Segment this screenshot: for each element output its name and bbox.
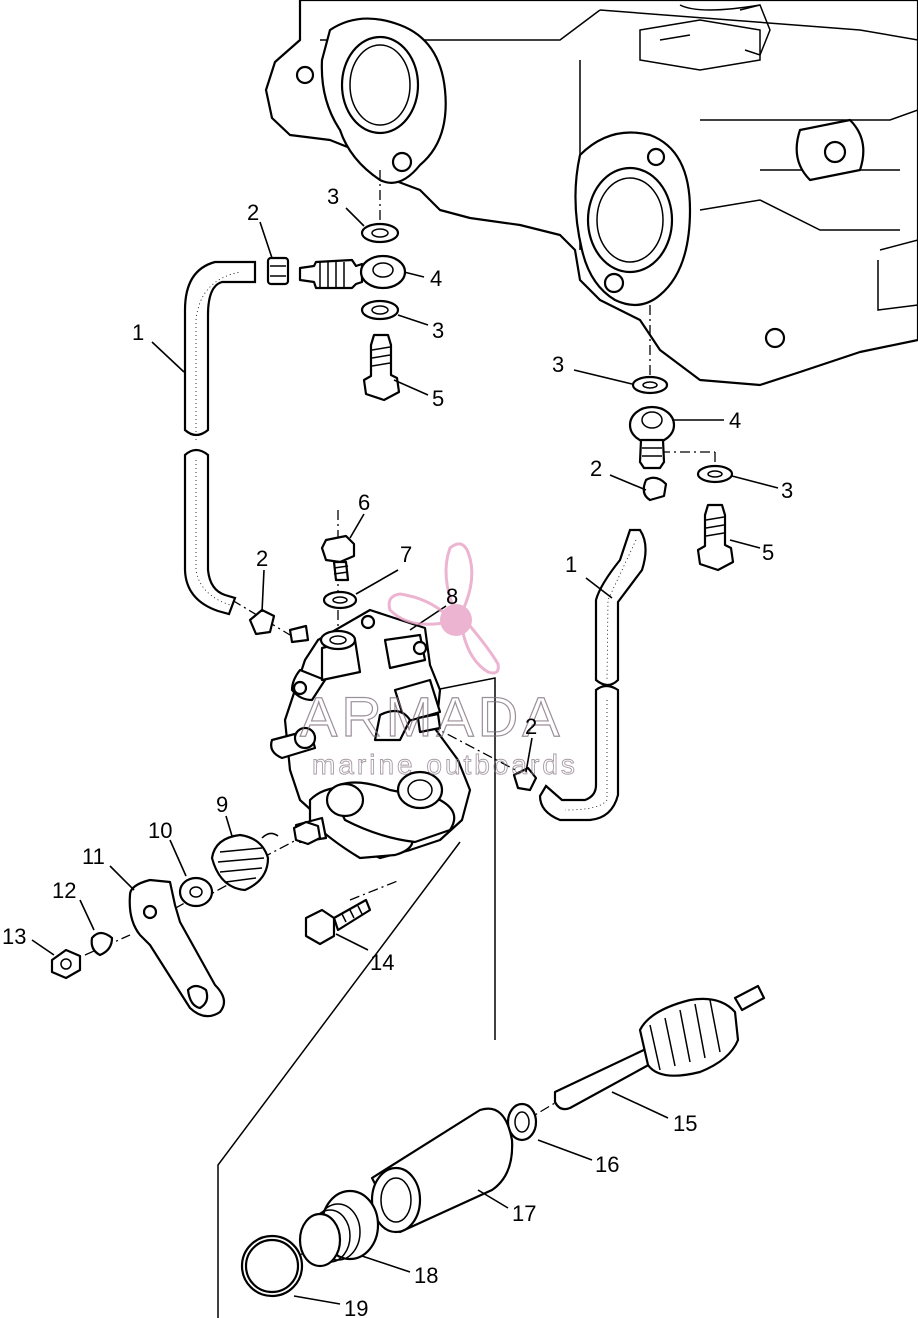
callout-2-top: 2 [247, 200, 259, 225]
callout-1-left: 1 [132, 320, 144, 345]
propeller-hub [440, 604, 472, 636]
callout-9: 9 [216, 792, 228, 817]
callout-1-right: 1 [565, 552, 577, 577]
callout-10: 10 [148, 818, 172, 843]
hose-clips [248, 608, 538, 792]
callout-14: 14 [370, 950, 394, 975]
propeller-blade-right [460, 624, 500, 675]
oil-pump-body [270, 608, 472, 860]
watermark-brand: ARMADA [300, 685, 564, 748]
callout-3-top: 3 [327, 184, 339, 209]
callout-12: 12 [52, 878, 76, 903]
callout-2-left: 2 [256, 546, 268, 571]
propeller-blade-top [444, 542, 474, 614]
callout-5-left: 5 [432, 386, 444, 411]
callout-6: 6 [358, 490, 370, 515]
callout-17: 17 [512, 1201, 536, 1226]
callout-3-right-bottom: 3 [781, 478, 793, 503]
watermark-tagline: marine outboards [312, 749, 578, 780]
callout-4-right: 4 [729, 408, 741, 433]
callout-2-lower: 2 [525, 714, 537, 739]
right-fittings [628, 375, 735, 572]
left-oil-hose [183, 260, 257, 616]
callout-16: 16 [595, 1152, 619, 1177]
assembly-centerlines [84, 170, 716, 1318]
callout-2-right: 2 [590, 456, 602, 481]
callout-15: 15 [673, 1111, 697, 1136]
armada-watermark: ARMADA marine outboards [299, 542, 578, 780]
leader-lines [31, 207, 779, 1305]
callout-19: 19 [344, 1296, 368, 1318]
callout-8: 8 [446, 584, 458, 609]
callout-3-upper-left: 3 [432, 318, 444, 343]
callout-5-right: 5 [762, 540, 774, 565]
propeller-logo-icon [387, 542, 500, 675]
upper-left-fittings [266, 222, 407, 402]
callout-11: 11 [82, 844, 105, 869]
callout-4-left: 4 [430, 266, 442, 291]
callout-13: 13 [2, 924, 26, 949]
pump-linkage-parts [50, 820, 372, 1018]
lower-drive-parts [240, 984, 766, 1298]
callout-18: 18 [414, 1263, 438, 1288]
engine-block [264, 0, 918, 387]
propeller-blade-left [387, 592, 450, 626]
bolt-and-washer-top [320, 534, 358, 610]
callout-labels: 1 1 2 2 2 2 3 3 3 3 4 4 5 5 6 7 8 9 10 1… [2, 184, 793, 1318]
right-oil-hose [538, 528, 647, 822]
callout-7: 7 [400, 542, 412, 567]
callout-3-right-top: 3 [552, 352, 564, 377]
